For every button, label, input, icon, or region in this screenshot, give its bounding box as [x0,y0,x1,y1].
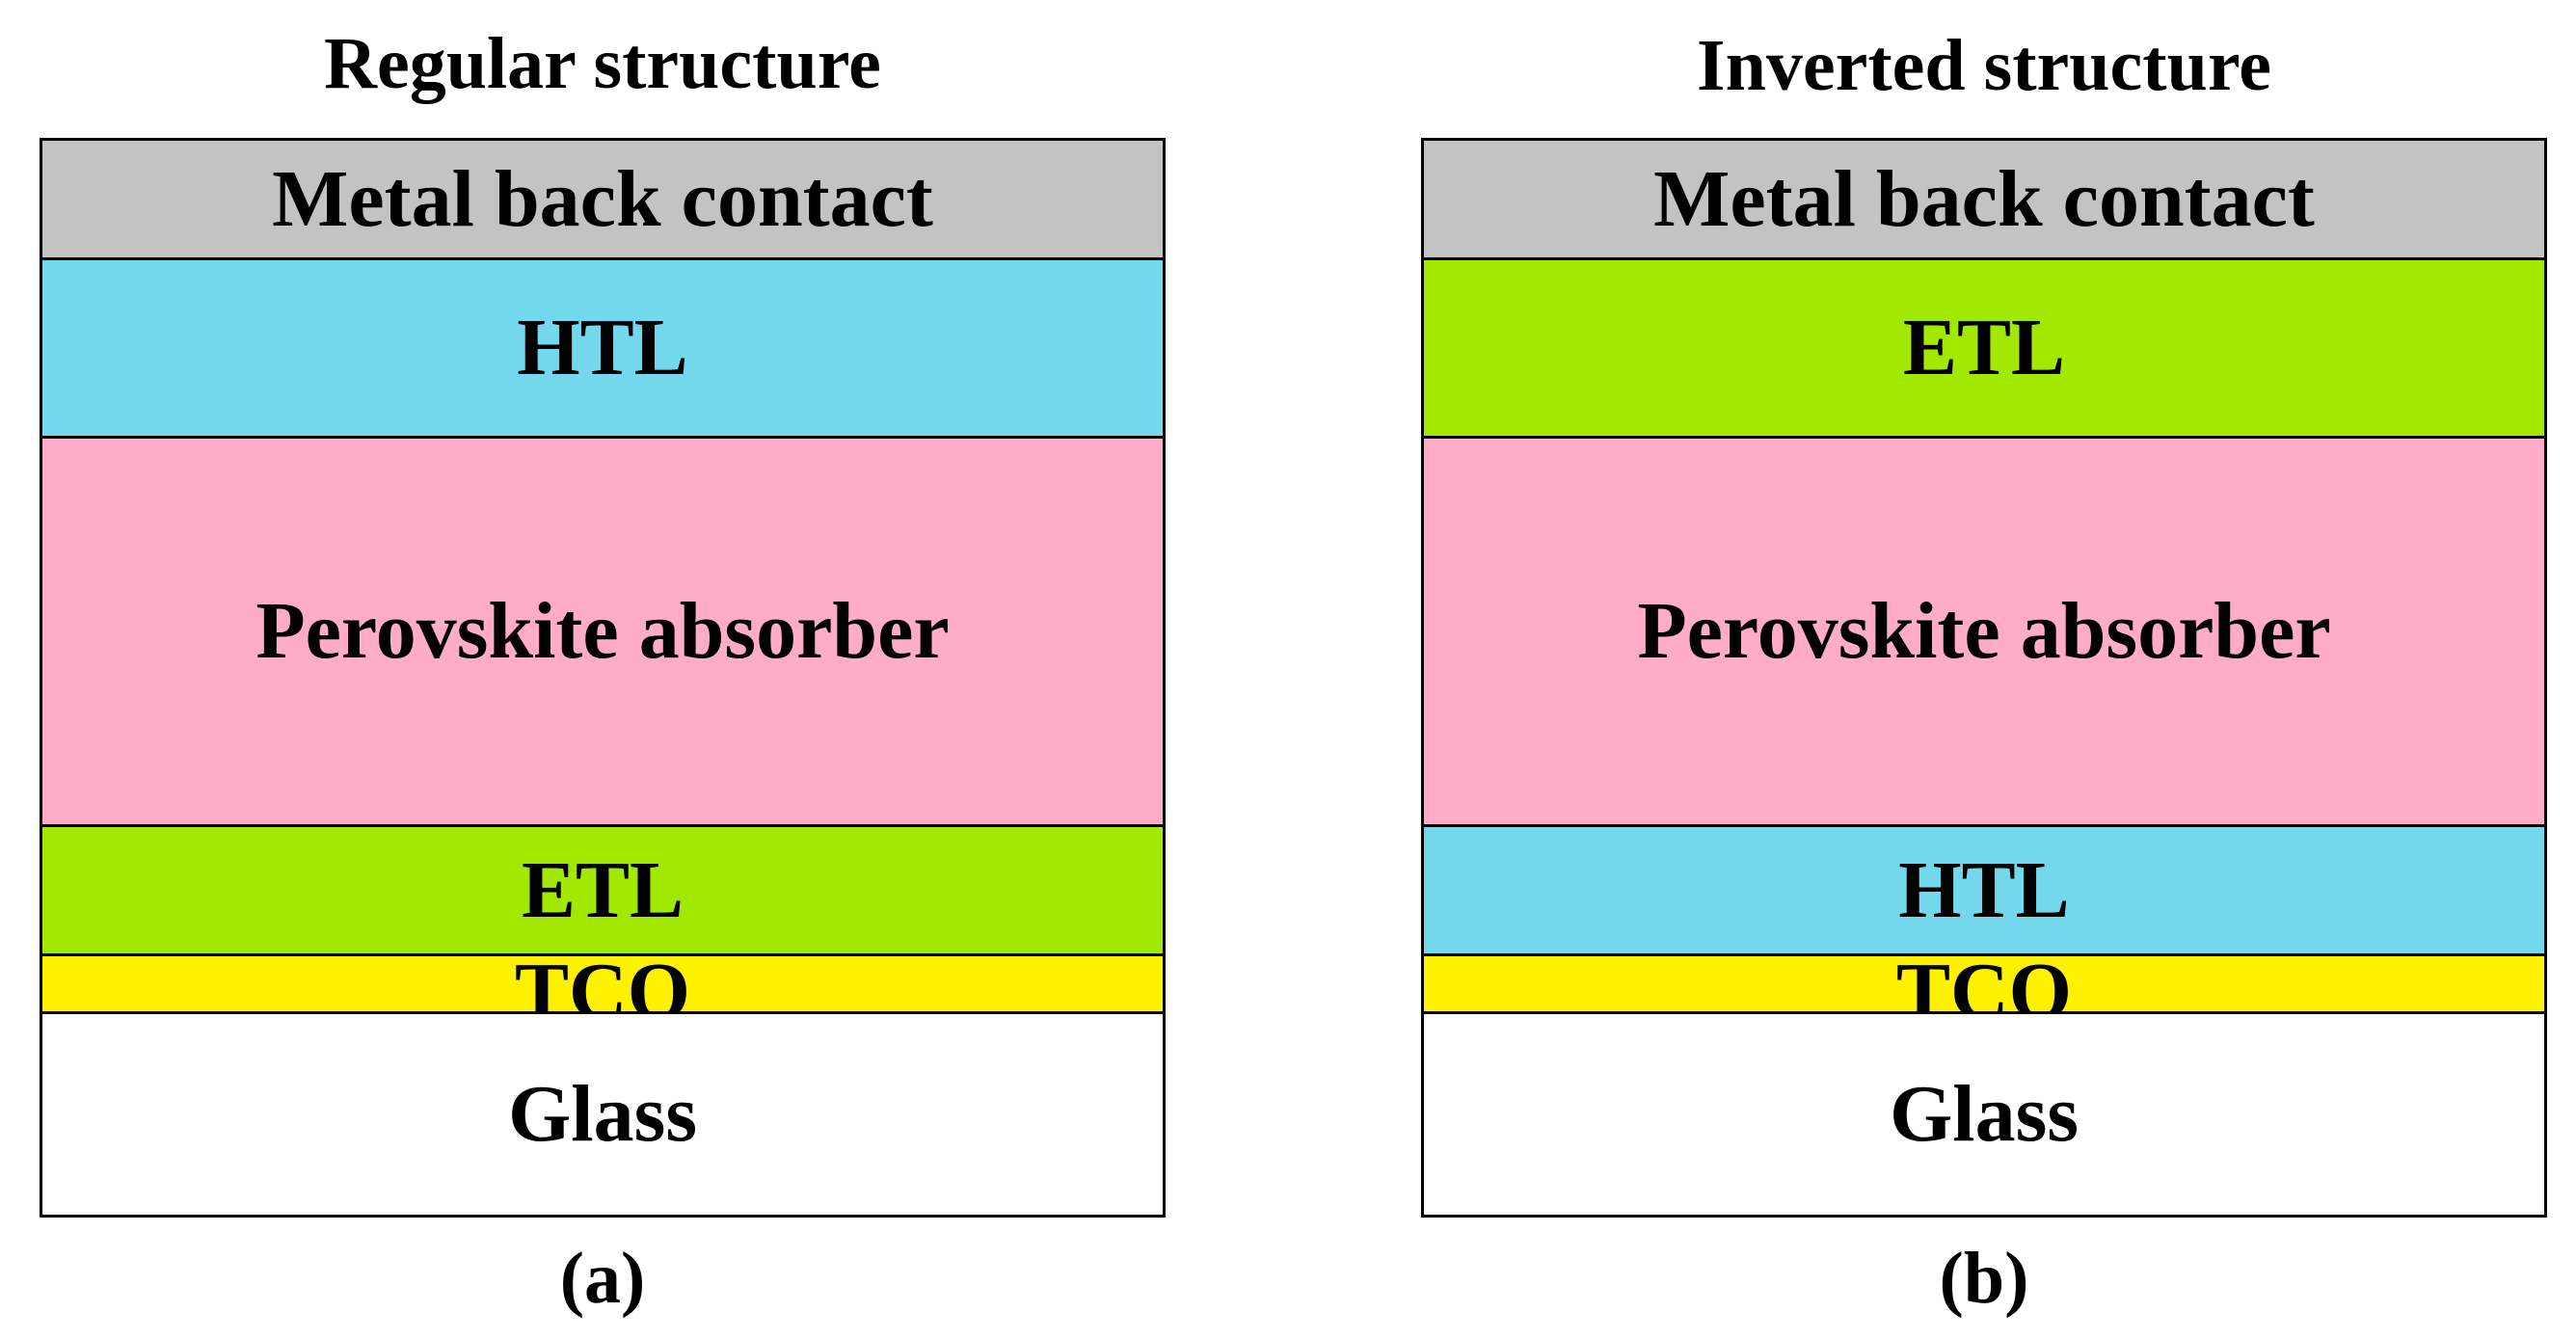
layer-label: Glass [507,1069,698,1159]
layer-label: ETL [1902,303,2066,392]
layer-label: HTL [1898,844,2070,935]
panel-b-title: Inverted structure [1697,25,2271,106]
layer-perovskite-absorber: Perovskite absorber [1424,436,2544,824]
panel-b-caption: (b) [1939,1238,2029,1319]
regular-structure-stack: Metal back contact HTL Perovskite absorb… [40,138,1166,1218]
layer-label: ETL [521,844,684,935]
layer-label: Perovskite absorber [255,586,950,676]
layer-label: Metal back contact [272,153,933,244]
layer-glass: Glass [42,1011,1163,1215]
layer-perovskite-absorber: Perovskite absorber [42,436,1163,824]
layer-etl: ETL [1424,257,2544,436]
layer-glass: Glass [1424,1011,2544,1215]
layer-label: TCO [1895,953,2073,1011]
layer-htl: HTL [1424,824,2544,953]
layer-metal-back-contact: Metal back contact [1424,138,2544,257]
layer-label: TCO [514,953,691,1011]
layer-tco: TCO [42,953,1163,1011]
layer-label: Glass [1889,1069,2080,1159]
layer-label: HTL [517,303,688,392]
panel-a-title: Regular structure [324,23,881,104]
layer-etl: ETL [42,824,1163,953]
layer-tco: TCO [1424,953,2544,1011]
inverted-structure-stack: Metal back contact ETL Perovskite absorb… [1421,138,2547,1218]
layer-label: Perovskite absorber [1637,586,2331,676]
panel-a-caption: (a) [559,1238,646,1319]
layer-metal-back-contact: Metal back contact [42,138,1163,257]
layer-htl: HTL [42,257,1163,436]
layer-label: Metal back contact [1653,153,2315,244]
